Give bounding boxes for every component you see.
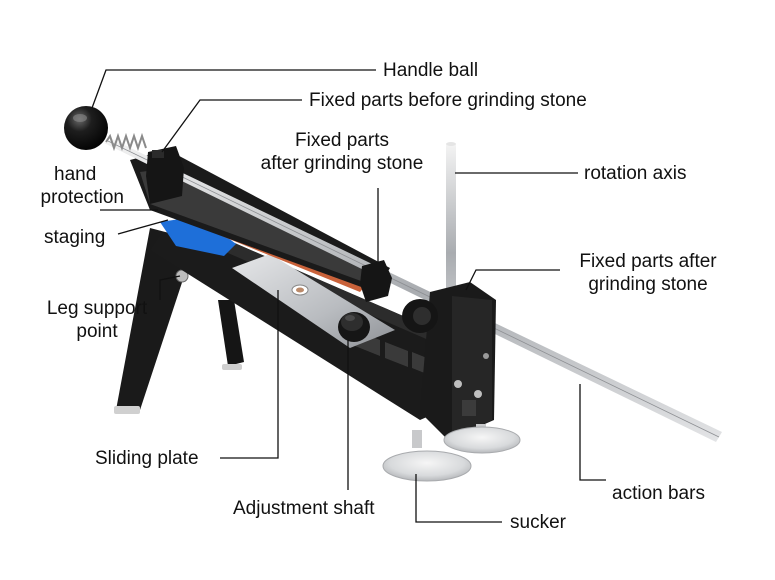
rear-clamp: [360, 260, 392, 302]
rear-leg: [218, 300, 244, 370]
leader-sliding-plate: [220, 290, 279, 459]
leader-fixed-before: [161, 99, 302, 153]
label-rotation-axis: rotation axis: [584, 163, 687, 184]
pivot-block: [420, 282, 496, 440]
label-fixed-after-stone-right: Fixed parts after grinding stone: [560, 250, 736, 296]
label-staging: staging: [44, 227, 106, 248]
label-hand-protection-line1: hand: [54, 164, 97, 185]
spring: [105, 132, 147, 152]
guide-rod: [104, 139, 722, 442]
label-fixed-after-stone-top: Fixed parts after grinding stone: [240, 129, 444, 175]
label-leg-support-point: Leg support point: [34, 297, 160, 343]
adjustment-knob: [338, 312, 370, 342]
label-fixed-after-top-line1: Fixed parts: [295, 130, 389, 151]
leader-handle-ball: [91, 69, 376, 109]
label-adjustment-shaft: Adjustment shaft: [233, 498, 375, 519]
label-leg-support-line1: Leg support: [46, 298, 148, 319]
label-action-bars: action bars: [612, 483, 705, 504]
leader-sucker: [415, 474, 502, 523]
label-handle-ball: Handle ball: [383, 60, 479, 81]
rotation-knob: [402, 299, 438, 333]
label-fixed-after-right-line1: Fixed parts after: [579, 251, 717, 272]
leader-fixed-after-right: [465, 269, 560, 291]
label-hand-protection-line2: protection: [40, 187, 124, 208]
leader-staging: [117, 219, 169, 235]
label-sucker: sucker: [510, 512, 566, 533]
label-sliding-plate: Sliding plate: [95, 448, 199, 469]
front-clamp: [146, 146, 184, 204]
handle-ball: [64, 106, 108, 150]
label-fixed-before-stone: Fixed parts before grinding stone: [309, 90, 587, 111]
label-fixed-after-right-line2: grinding stone: [588, 274, 708, 295]
leader-leg-support: [159, 275, 181, 300]
sucker-rear: [443, 424, 521, 454]
leader-action-bars: [579, 384, 606, 481]
sucker-front: [382, 430, 472, 482]
staging-block: [160, 216, 236, 256]
label-leg-support-line2: point: [76, 321, 118, 342]
leader-lines: [91, 69, 606, 523]
label-hand-protection: hand protection: [14, 163, 124, 209]
front-leg: [114, 228, 196, 414]
label-fixed-after-top-line2: after grinding stone: [260, 153, 424, 174]
